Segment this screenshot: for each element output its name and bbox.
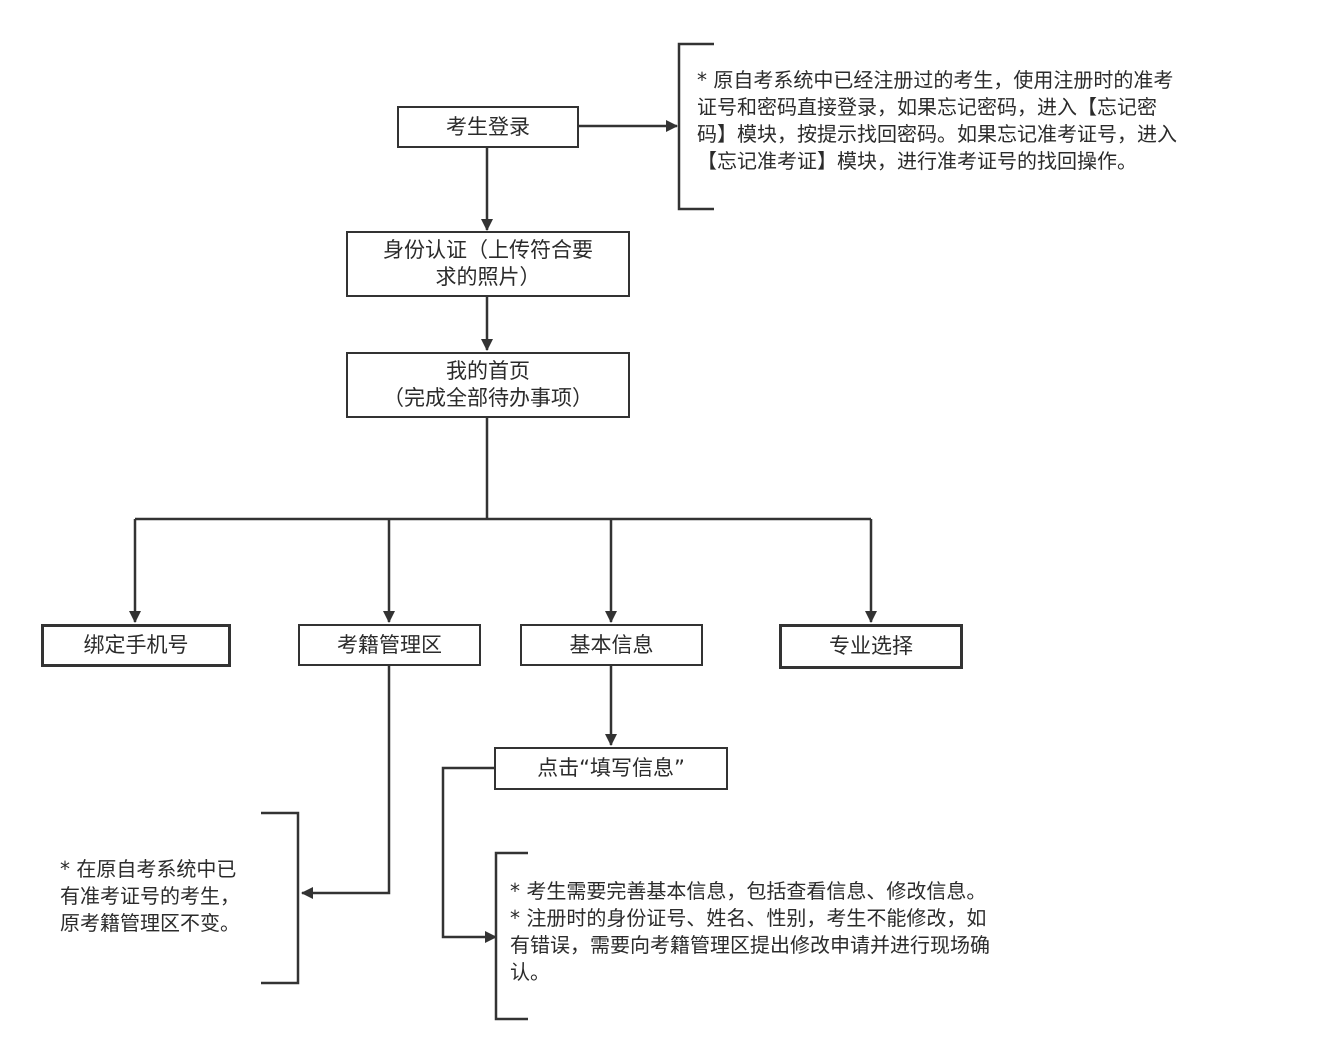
registry-note: * 在原自考系统中已 有准考证号的考生， 原考籍管理区不变。: [60, 856, 290, 937]
arrow-registry-to-note: [301, 666, 391, 899]
info-note-line2: * 注册时的身份证号、姓名、性别，考生不能修改，如: [510, 906, 987, 930]
bracket-info-note: [494, 851, 528, 1021]
arrow-fill-to-note: [441, 766, 497, 943]
identity-label-line2: 求的照片）: [435, 265, 541, 289]
home-box: 我的首页 （完成全部待办事项）: [346, 352, 630, 418]
info-note: * 考生需要完善基本信息，包括查看信息、修改信息。 * 注册时的身份证号、姓名、…: [510, 878, 1320, 986]
info-note-line3: 有错误，需要向考籍管理区提出修改申请并进行现场确: [510, 933, 990, 957]
login-box: 考生登录: [397, 106, 579, 148]
info-note-line4: 认。: [510, 960, 550, 984]
basic-info-label: 基本信息: [569, 632, 654, 657]
registry-note-line1: * 在原自考系统中已: [60, 857, 237, 881]
bind-phone-label: 绑定手机号: [83, 633, 189, 657]
bracket-registry-note: [261, 811, 300, 985]
fill-info-label: 点击“填写信息”: [537, 756, 685, 780]
login-note-line2: 证号和密码直接登录，如果忘记密码，进入【忘记密: [697, 95, 1157, 119]
basic-info-box: 基本信息: [520, 624, 703, 666]
login-note-line4: 【忘记准考证】模块，进行准考证号的找回操作。: [697, 149, 1137, 173]
login-label: 考生登录: [446, 114, 530, 139]
identity-box: 身份认证（上传符合要 求的照片）: [346, 231, 630, 297]
bracket-login-note: [677, 42, 714, 211]
registry-note-line2: 有准考证号的考生，: [60, 884, 240, 908]
home-label-line2: （完成全部待办事项）: [383, 386, 593, 410]
major-box: 专业选择: [779, 624, 963, 669]
registry-box: 考籍管理区: [298, 624, 481, 666]
login-note: * 原自考系统中已经注册过的考生，使用注册时的准考 证号和密码直接登录，如果忘记…: [697, 67, 1317, 175]
registry-label: 考籍管理区: [337, 632, 442, 657]
registry-note-line3: 原考籍管理区不变。: [60, 911, 240, 935]
major-label: 专业选择: [829, 634, 913, 658]
login-note-line1: * 原自考系统中已经注册过的考生，使用注册时的准考: [697, 68, 1174, 92]
info-note-line1: * 考生需要完善基本信息，包括查看信息、修改信息。: [510, 879, 987, 903]
identity-label-line1: 身份认证（上传符合要: [383, 238, 593, 262]
login-note-line3: 码】模块，按提示找回密码。如果忘记准考证号，进入: [697, 122, 1177, 146]
home-label-line1: 我的首页: [446, 359, 530, 383]
bind-phone-box: 绑定手机号: [41, 624, 231, 667]
fill-info-box: 点击“填写信息”: [494, 747, 728, 790]
